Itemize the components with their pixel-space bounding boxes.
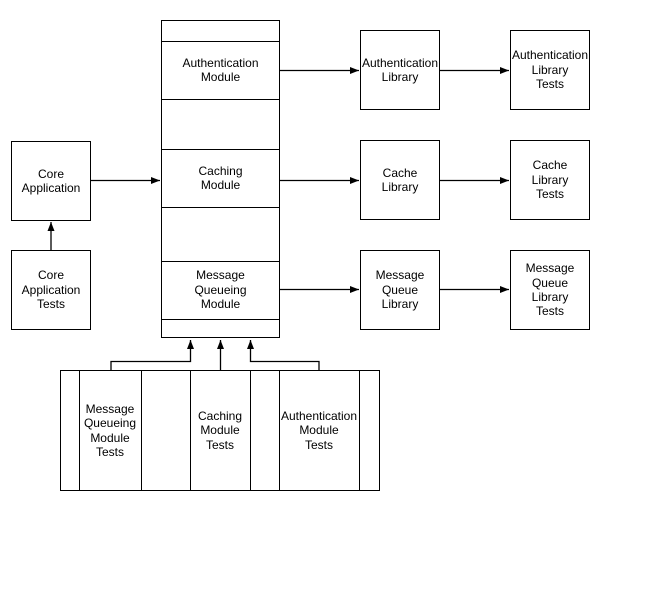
stack-divider [161, 149, 280, 150]
node-core-application-tests: Core Application Tests [11, 250, 91, 330]
node-authentication-module: Authentication Module [182, 55, 259, 84]
module-stack-container [161, 20, 280, 338]
stack-divider [161, 319, 280, 320]
stack-divider [359, 370, 360, 491]
stack-divider [161, 41, 280, 42]
arrow-mq-module-tests-to-module-stack [110, 340, 194, 370]
stack-divider [161, 99, 280, 100]
node-message-queueing-module-tests: Message Queueing Module Tests [83, 401, 137, 459]
stack-divider [279, 370, 280, 491]
node-core-application: Core Application [11, 141, 91, 221]
stack-divider [161, 261, 280, 262]
arrow-authentication-module-tests-to-module-stack [247, 340, 320, 370]
stack-divider [250, 370, 251, 491]
node-caching-module-tests: Caching Module Tests [197, 408, 243, 452]
node-cache-library-tests: Cache Library Tests [510, 140, 590, 220]
node-message-queue-library: Message Queue Library [360, 250, 440, 330]
stack-divider [79, 370, 80, 491]
node-cache-library: Cache Library [360, 140, 440, 220]
stack-divider [161, 207, 280, 208]
stack-divider [141, 370, 142, 491]
node-message-queue-library-tests: Message Queue Library Tests [510, 250, 590, 330]
tests-stack-container [60, 370, 380, 491]
node-authentication-module-tests: Authentication Module Tests [280, 408, 358, 452]
node-authentication-library-tests: Authentication Library Tests [510, 30, 590, 110]
stack-divider [190, 370, 191, 491]
node-caching-module: Caching Module [198, 163, 243, 192]
node-authentication-library: Authentication Library [360, 30, 440, 110]
node-message-queueing-module: Message Queueing Module [194, 268, 247, 312]
